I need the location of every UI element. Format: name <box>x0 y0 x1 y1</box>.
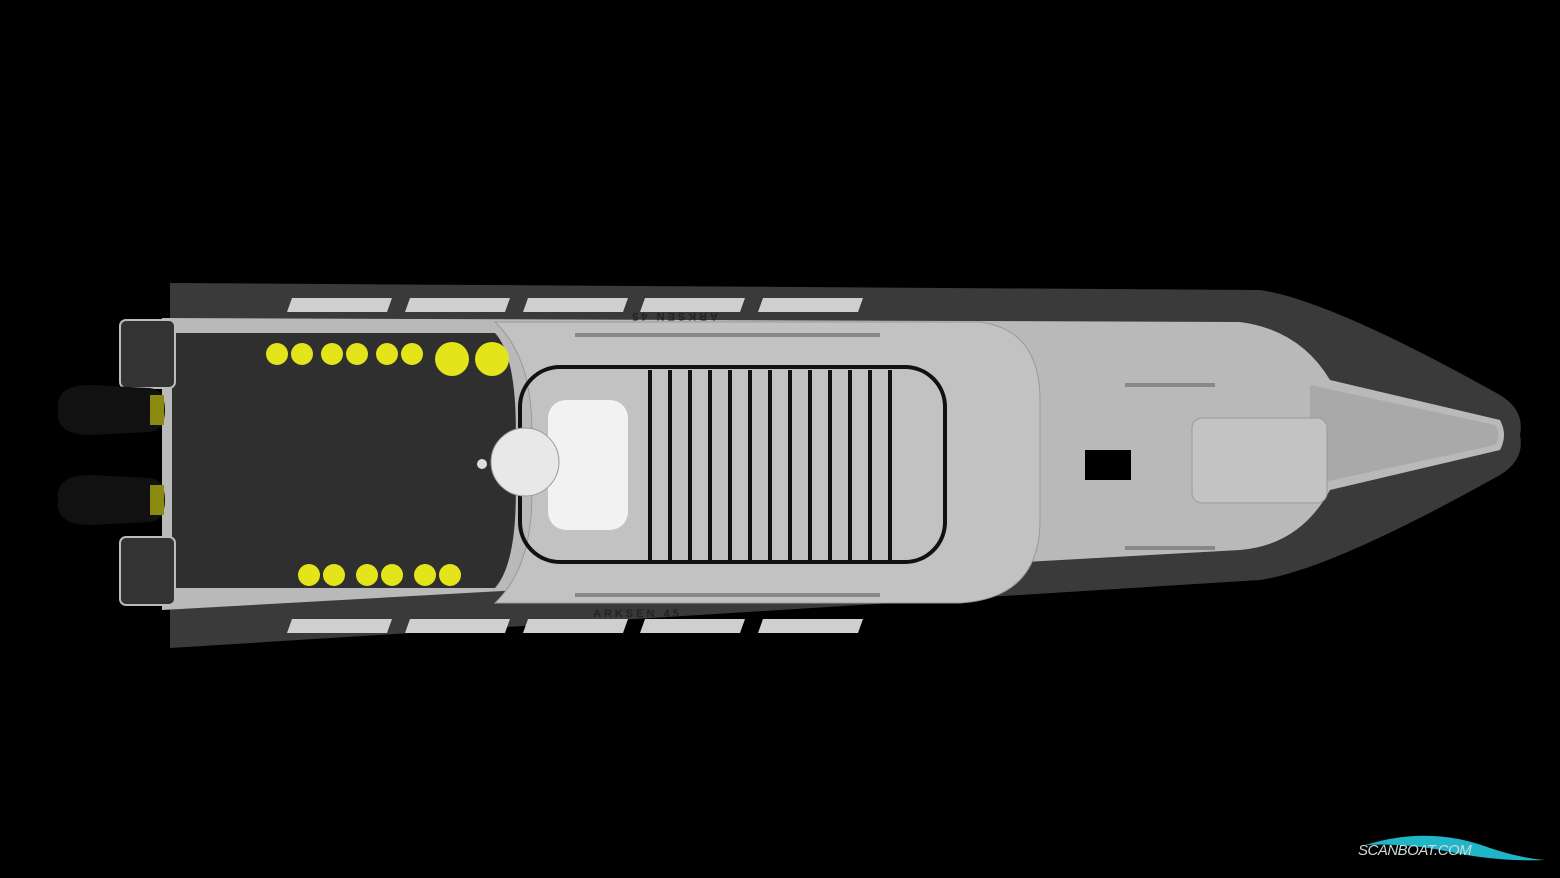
hull-label-top: ARKSEN 45 <box>629 310 718 322</box>
console-surround <box>493 321 1041 604</box>
watermark-wave <box>1365 835 1545 861</box>
fenders <box>266 342 509 586</box>
outboard-engines <box>57 385 166 525</box>
swim-platform-bottom <box>119 536 176 606</box>
bow-deck <box>1310 385 1499 485</box>
tube-pads <box>287 298 863 633</box>
swim-platform-top <box>119 319 176 389</box>
deck-hatch <box>1085 450 1131 480</box>
cockpit-floor <box>172 333 516 588</box>
bow-hatch <box>1191 417 1328 504</box>
helm-seat <box>490 427 560 497</box>
handrails <box>575 333 1215 597</box>
hull-label-bottom: ARKSEN 45 <box>593 608 682 620</box>
console-top <box>548 400 628 530</box>
roof-rack <box>518 365 947 564</box>
radar-dot <box>477 459 487 469</box>
watermark-logo: SCANBOAT.COM <box>1358 842 1472 859</box>
